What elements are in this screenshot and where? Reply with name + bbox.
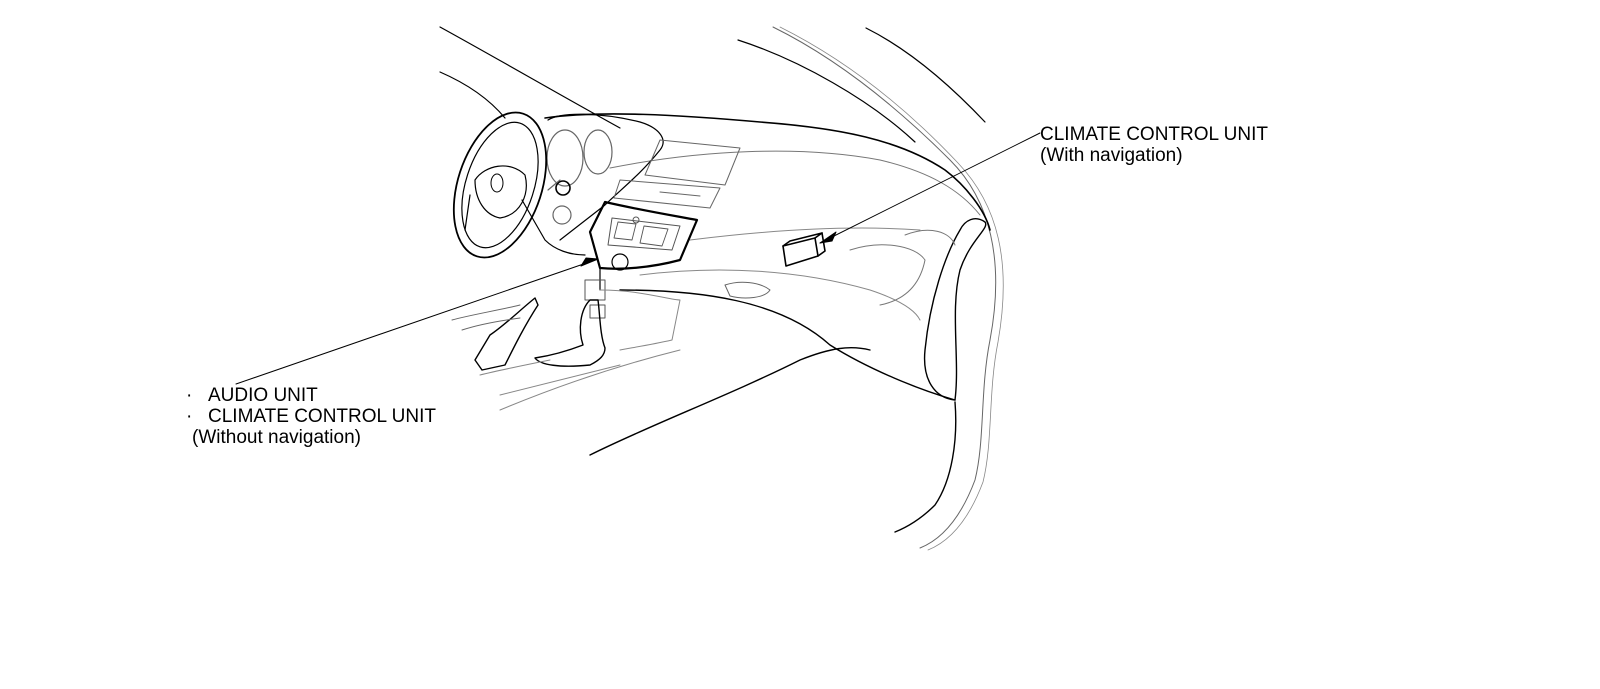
- callout-note: (Without navigation): [192, 427, 361, 448]
- callout-note: (With navigation): [1040, 145, 1183, 166]
- callout-item-audio: · AUDIO UNIT: [186, 385, 436, 406]
- center-stack: [451, 139, 741, 396]
- callout-climate-control-with-nav: CLIMATE CONTROL UNIT (With navigation): [1040, 124, 1268, 166]
- callout-audio-climate-without-nav: · AUDIO UNIT · CLIMATE CONTROL UNIT (Witho…: [186, 385, 436, 448]
- windshield-lines: [439, 26, 1004, 551]
- instrument-cluster: [546, 113, 664, 241]
- steering-wheel: [452, 111, 586, 259]
- leader-line-with-nav: [819, 132, 1041, 244]
- callout-item-climate: · CLIMATE CONTROL UNIT: [186, 406, 436, 427]
- callout-item-climate-label: CLIMATE CONTROL UNIT: [208, 406, 437, 427]
- climate-control-unit-box: [782, 232, 826, 267]
- leader-line-without-nav: [235, 257, 599, 385]
- dashboard: [499, 113, 991, 533]
- callout-item-audio-label: AUDIO UNIT: [208, 385, 318, 406]
- bullet-icon: ·: [186, 385, 193, 406]
- callout-title: CLIMATE CONTROL UNIT: [1040, 124, 1269, 145]
- bullet-icon: ·: [186, 406, 193, 427]
